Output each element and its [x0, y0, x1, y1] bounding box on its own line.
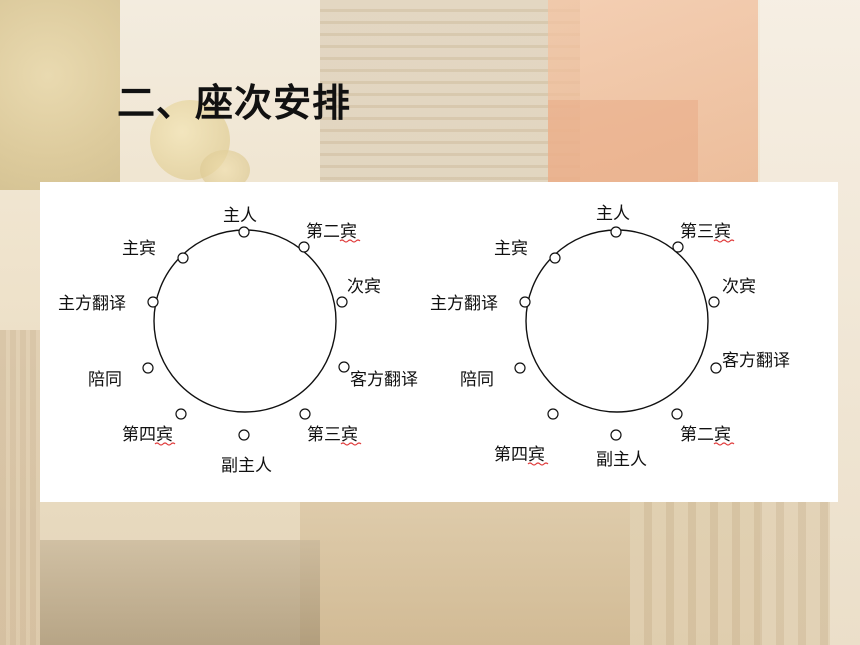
seating-diagrams-svg: 主人 第二宾 次宾 客方翻译 第三宾 副主人 第四宾 陪同 主方翻译 主宾 [58, 204, 790, 476]
seat-escort [514, 362, 526, 374]
spellcheck-underline [713, 239, 735, 243]
seat-fourth-guest [175, 408, 187, 420]
seat-host-translator [147, 296, 159, 308]
seat-escort [142, 362, 154, 374]
seat-guest-translator [710, 362, 722, 374]
seat-guest-translator [338, 361, 350, 373]
label-deputy-host: 副主人 [221, 456, 272, 476]
label-escort: 陪同 [460, 370, 494, 390]
seat-host [238, 226, 250, 238]
label-guest-translator: 客方翻译 [722, 351, 790, 371]
label-host-translator: 主方翻译 [430, 294, 498, 314]
label-second-guest: 第二宾 [306, 222, 357, 242]
seating-diagram-right: 主人 第三宾 次宾 客方翻译 第二宾 副主人 第四宾 陪同 主方翻译 主宾 [430, 204, 790, 470]
seat-second-guest [671, 408, 683, 420]
label-chief-guest: 主宾 [122, 239, 156, 259]
spellcheck-underline [713, 442, 735, 446]
label-host: 主人 [223, 206, 257, 226]
label-third-guest: 第三宾 [307, 425, 358, 445]
spellcheck-underline [340, 442, 362, 446]
label-host: 主人 [596, 204, 630, 224]
spellcheck-underline [154, 442, 176, 446]
seat-chief-guest [549, 252, 561, 264]
spellcheck-underline [527, 462, 549, 466]
seat-third-guest [672, 241, 684, 253]
label-second-guest: 第二宾 [680, 425, 731, 445]
label-escort: 陪同 [88, 370, 122, 390]
seat-fourth-guest [547, 408, 559, 420]
seat-host [610, 226, 622, 238]
label-deputy-host: 副主人 [596, 450, 647, 470]
slide-title: 二、座次安排 [117, 80, 352, 125]
label-chief-guest: 主宾 [494, 239, 528, 259]
seating-diagram-panel: 主人 第二宾 次宾 客方翻译 第三宾 副主人 第四宾 陪同 主方翻译 主宾 [40, 182, 838, 502]
label-guest-translator: 客方翻译 [350, 370, 418, 390]
seat-next-guest [708, 296, 720, 308]
label-third-guest: 第三宾 [680, 222, 731, 242]
label-next-guest: 次宾 [722, 277, 756, 297]
seat-deputy-host [238, 429, 250, 441]
label-next-guest: 次宾 [347, 277, 381, 297]
label-host-translator: 主方翻译 [58, 294, 126, 314]
seat-second-guest [298, 241, 310, 253]
label-fourth-guest: 第四宾 [122, 425, 173, 445]
seat-deputy-host [610, 429, 622, 441]
seat-host-translator [519, 296, 531, 308]
seating-diagram-left: 主人 第二宾 次宾 客方翻译 第三宾 副主人 第四宾 陪同 主方翻译 主宾 [58, 206, 418, 476]
spellcheck-underline [339, 239, 361, 243]
seat-next-guest [336, 296, 348, 308]
label-fourth-guest: 第四宾 [494, 445, 545, 465]
seat-third-guest [299, 408, 311, 420]
seat-chief-guest [177, 252, 189, 264]
